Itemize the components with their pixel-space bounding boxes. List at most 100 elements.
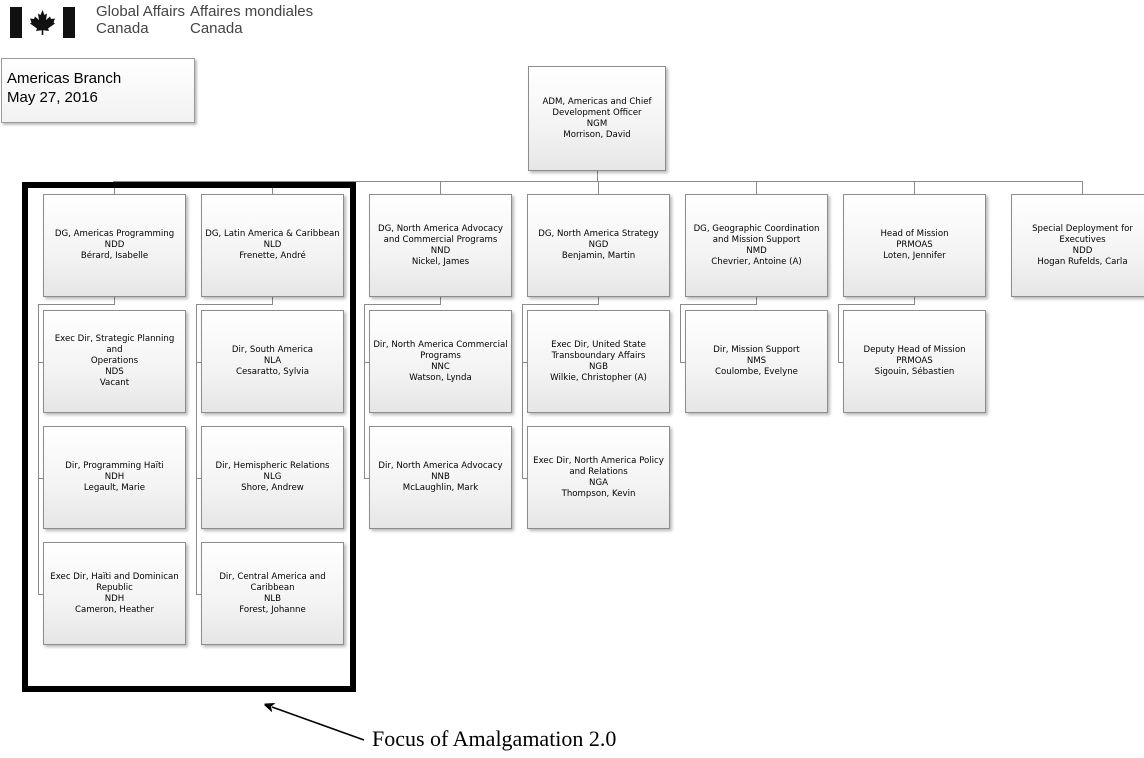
connector-head-down bbox=[114, 297, 115, 304]
connector-drop bbox=[598, 181, 599, 194]
org-box-line: and Relations bbox=[569, 466, 628, 477]
focus-highlight-rectangle bbox=[22, 182, 356, 692]
connector-head-down bbox=[756, 297, 757, 304]
org-box-line: NNC bbox=[431, 361, 450, 372]
org-box-line: Transboundary Affairs bbox=[551, 350, 646, 361]
connector-to-spine bbox=[680, 304, 757, 305]
org-box-line: McLaughlin, Mark bbox=[402, 483, 479, 493]
org-box-line: Chevrier, Antoine (A) bbox=[711, 256, 802, 267]
org-box-line: NDH bbox=[104, 472, 125, 482]
org-box-line: ADM, Americas and Chief bbox=[542, 96, 652, 107]
connector-branch bbox=[522, 477, 527, 479]
connector-branch bbox=[196, 477, 201, 479]
org-box-line: Development Officer bbox=[552, 107, 642, 118]
connector-drop bbox=[1082, 181, 1083, 194]
org-box-line: Dir, North America Advocacy bbox=[378, 461, 503, 471]
connector-spine bbox=[38, 304, 39, 595]
org-box-line: Exec Dir, United State bbox=[551, 339, 646, 350]
org-box-line: NGA bbox=[589, 477, 608, 488]
org-box-line: Coulombe, Evelyne bbox=[715, 367, 798, 377]
connector-drop bbox=[440, 181, 441, 194]
org-box-line: Cesaratto, Sylvia bbox=[236, 367, 309, 377]
connector-spine bbox=[364, 304, 365, 479]
focus-label: Focus of Amalgamation 2.0 bbox=[372, 726, 617, 751]
org-box-line: Dir, Hemispheric Relations bbox=[215, 461, 330, 471]
org-box-line: Exec Dir, Haïti and Dominican bbox=[50, 571, 179, 582]
connector-branch bbox=[364, 361, 369, 363]
org-box-line: NGM bbox=[586, 118, 608, 129]
org-box-line: NGB bbox=[589, 361, 608, 372]
org-box-line: Benjamin, Martin bbox=[561, 251, 636, 261]
connector-drop bbox=[756, 181, 757, 194]
org-box-line: NDS bbox=[105, 367, 124, 377]
org-box-line: NND bbox=[430, 245, 451, 256]
org-box-line: PRMOAS bbox=[896, 356, 933, 366]
org-box-line: Loten, Jennifer bbox=[883, 251, 946, 261]
org-box-line: NDD bbox=[104, 240, 125, 250]
connector-adm-down bbox=[597, 171, 598, 181]
org-box-line: Thompson, Kevin bbox=[561, 488, 636, 499]
connector-head-down bbox=[914, 297, 915, 304]
connector-branch bbox=[196, 361, 201, 363]
connector-spine bbox=[838, 304, 839, 363]
connector-branch bbox=[38, 593, 43, 595]
org-box-line: Deputy Head of Mission bbox=[863, 345, 966, 355]
connector-branch bbox=[364, 477, 369, 479]
org-box-line: NDD bbox=[1072, 245, 1093, 256]
org-box-line: Watson, Lynda bbox=[409, 372, 472, 383]
connector-to-spine bbox=[38, 304, 115, 305]
org-box-line: Head of Mission bbox=[880, 229, 949, 239]
org-box-line: Executives bbox=[1059, 234, 1106, 245]
canada-flag-icon bbox=[10, 7, 75, 38]
connector-to-spine bbox=[522, 304, 599, 305]
connector-branch bbox=[838, 361, 843, 363]
connector-spine bbox=[680, 304, 681, 363]
org-box-line: Bérard, Isabelle bbox=[80, 251, 149, 261]
connector-head-down bbox=[272, 297, 273, 304]
org-box-line: NMD bbox=[746, 245, 767, 256]
org-box-line: NDH bbox=[104, 593, 125, 604]
org-box-line: Dir, North America Commercial bbox=[373, 339, 508, 350]
org-box-line: NLD bbox=[263, 240, 282, 250]
org-box-line: Dir, South America bbox=[231, 345, 314, 355]
org-box-line: DG, Latin America & Caribbean bbox=[205, 229, 340, 239]
org-box-line: Special Deployment for bbox=[1032, 223, 1133, 234]
org-box-line: Hogan Rufelds, Carla bbox=[1037, 256, 1128, 267]
org-box-line: Vacant bbox=[99, 378, 130, 388]
org-box-line: and Mission Support bbox=[712, 234, 801, 245]
org-box-line: NLG bbox=[263, 472, 282, 482]
branch-info-box: Americas Branch May 27, 2016 bbox=[1, 58, 195, 123]
connector-to-spine bbox=[364, 304, 441, 305]
connector-branch bbox=[38, 361, 43, 363]
org-box-line: DG, North America Strategy bbox=[538, 229, 659, 239]
connector-branch bbox=[38, 477, 43, 479]
org-box-line: Republic bbox=[96, 582, 133, 593]
org-box-line: Legault, Marie bbox=[83, 483, 146, 493]
org-box-line: NLB bbox=[263, 593, 282, 604]
org-box-line: Forest, Johanne bbox=[239, 604, 306, 615]
org-box-line: Sigouin, Sébastien bbox=[874, 367, 955, 377]
org-box-line: and Commercial Programs bbox=[383, 234, 498, 245]
connector-spine bbox=[196, 304, 197, 595]
connector-head-down bbox=[440, 297, 441, 304]
